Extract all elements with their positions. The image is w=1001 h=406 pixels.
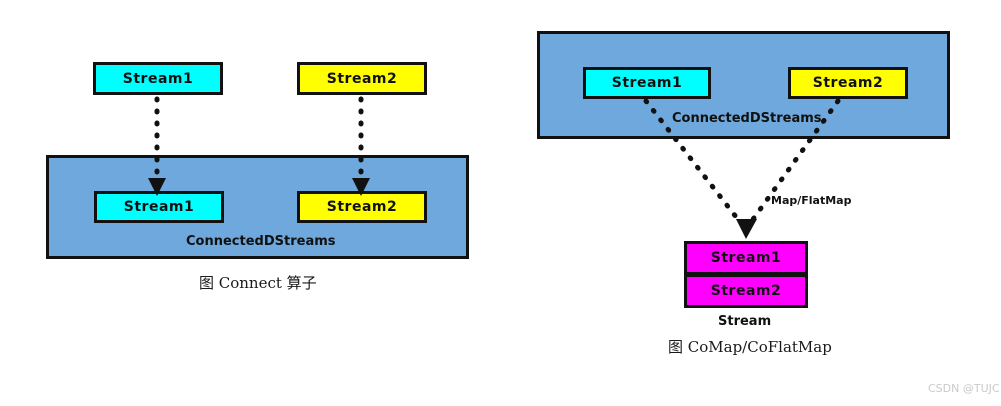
left-top-stream2-box: Stream2 xyxy=(297,62,427,95)
right-output-stream1-box: Stream1 xyxy=(684,241,808,275)
right-inner-stream2-box: Stream2 xyxy=(788,67,908,99)
left-top-stream1-box: Stream1 xyxy=(93,62,223,95)
map-flatmap-label: Map/FlatMap xyxy=(771,194,852,207)
right-inner-stream1-box: Stream1 xyxy=(583,67,711,99)
right-output-stream2-label: Stream2 xyxy=(710,283,782,299)
left-inner-stream2-box: Stream2 xyxy=(297,191,427,223)
right-figure-caption: 图 CoMap/CoFlatMap xyxy=(668,338,832,356)
left-container-label: ConnectedDStreams xyxy=(186,234,336,249)
right-inner-stream1-label: Stream1 xyxy=(611,75,683,91)
right-output-stream-label: Stream xyxy=(718,314,772,329)
left-figure-caption: 图 Connect 算子 xyxy=(199,274,317,292)
left-top-stream2-label: Stream2 xyxy=(326,70,398,87)
right-output-stream2-box: Stream2 xyxy=(684,274,808,308)
left-inner-stream1-box: Stream1 xyxy=(94,191,224,223)
watermark: CSDN @TUJC xyxy=(928,382,1000,395)
right-output-stream1-label: Stream1 xyxy=(710,250,782,266)
right-container-label: ConnectedDStreams xyxy=(672,111,822,126)
right-inner-stream2-label: Stream2 xyxy=(812,75,884,91)
left-top-stream1-label: Stream1 xyxy=(122,70,194,87)
left-inner-stream2-label: Stream2 xyxy=(326,199,398,215)
left-inner-stream1-label: Stream1 xyxy=(123,199,195,215)
